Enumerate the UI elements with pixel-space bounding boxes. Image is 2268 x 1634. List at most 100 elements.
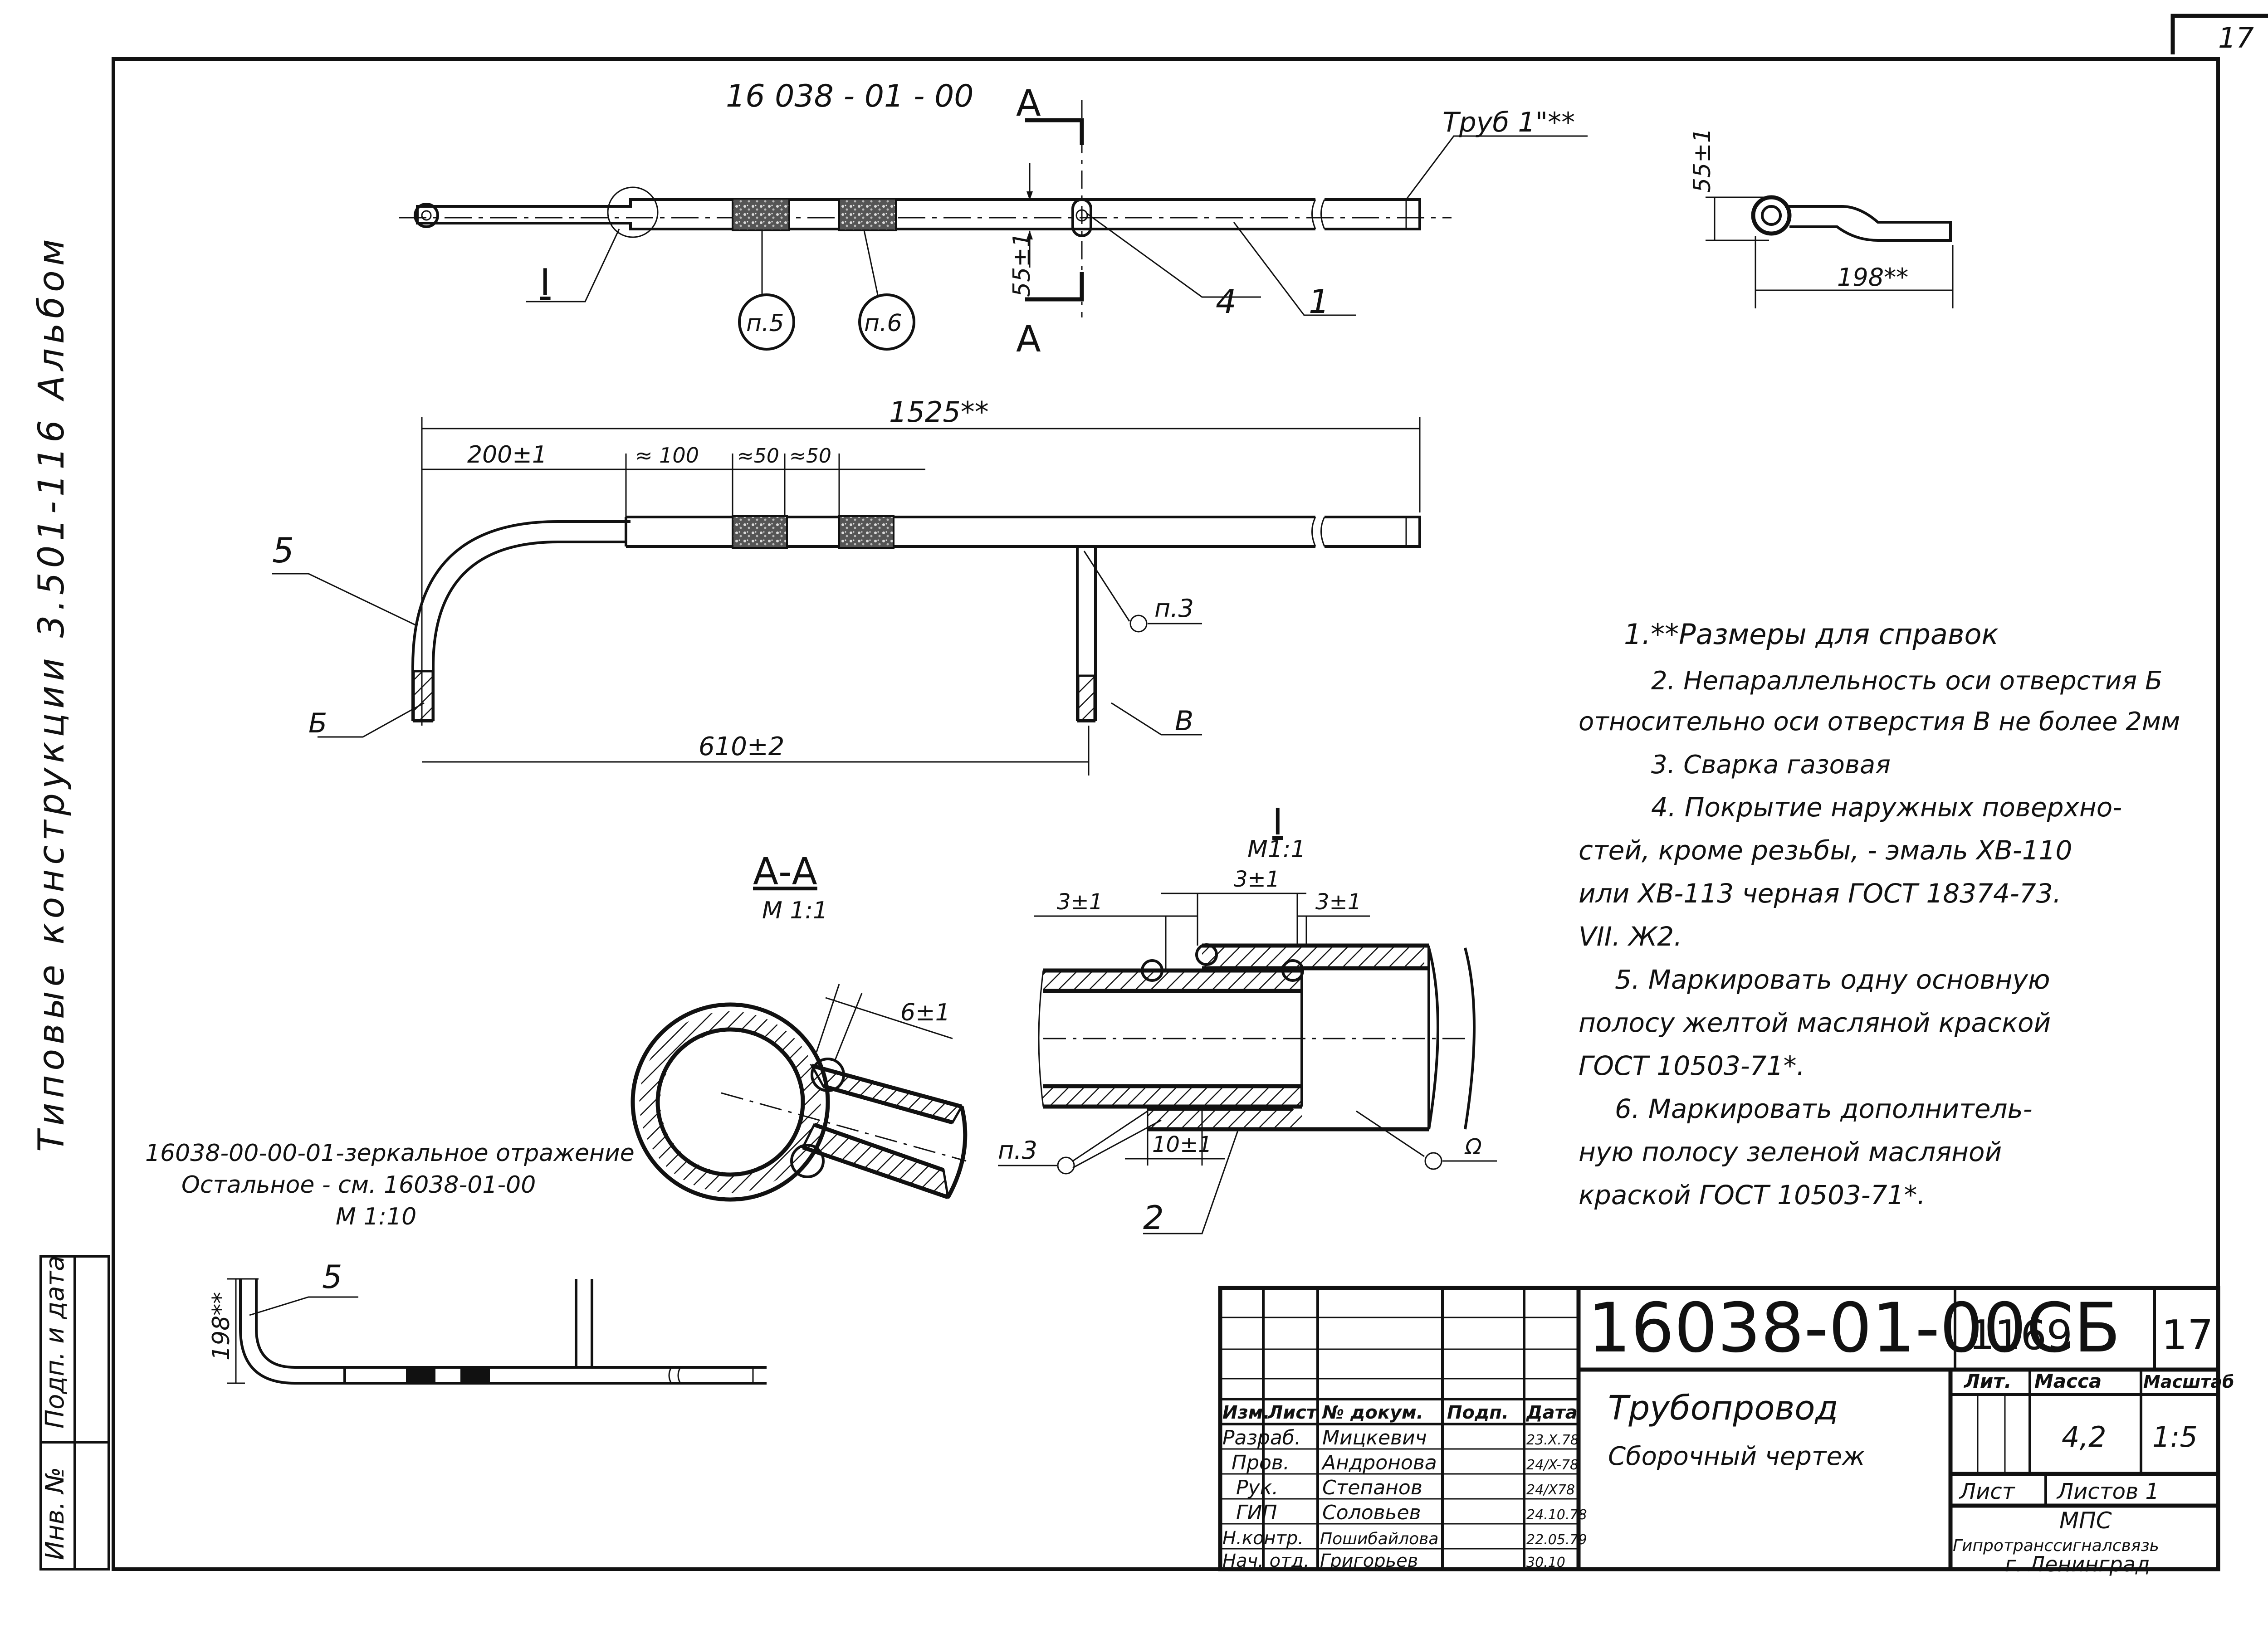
leader-2: 2 [1143, 1199, 1164, 1237]
page-number: 17 [2218, 21, 2254, 54]
section-scale: М 1:1 [762, 897, 828, 924]
note-5a: 5. Маркировать одну основную [1615, 964, 2050, 995]
detail-marker: I [540, 261, 551, 303]
designation: 16038-01-00СБ [1588, 1289, 2121, 1368]
top-view: 16 038 - 01 - 00 А А 55±1 I 4 1 Труб 1"*… [399, 78, 1588, 360]
note-2b: относительно оси отверстия В не более 2м… [1579, 707, 2180, 737]
title-block: Изм. Лист № докум. Подп. Дата Разраб. Ми… [1218, 1286, 2234, 1576]
org-line1: МПС [2059, 1507, 2112, 1534]
side-title: Типовые конструкции 3.501-116 Альбом [31, 234, 72, 1152]
col-sign: Подп. [1447, 1402, 1509, 1423]
signer-role: ГИП [1236, 1501, 1277, 1524]
section-marker-top: А [1016, 82, 1041, 124]
note-4c: или ХВ-113 черная ГОСТ 18374-73. [1579, 878, 2061, 909]
album-code: 1169 [1969, 1312, 2072, 1359]
detail-scale: М1:1 [1247, 836, 1306, 863]
mirror-view: 16038-00-00-01-зеркальное отражение Оста… [145, 1140, 767, 1385]
signer-role: Нач. отд. [1222, 1551, 1310, 1571]
dim-3b: 3±1 [1234, 867, 1280, 892]
dim-50b: ≈50 [789, 444, 831, 468]
sheet-frame [112, 57, 2220, 1571]
mirror-line1: 16038-00-00-01-зеркальное отражение [145, 1140, 635, 1167]
dim-55-top: 55±1 [1008, 232, 1036, 297]
signer-date: 30.10 [1526, 1555, 1565, 1571]
mass-label: Масса [2034, 1370, 2102, 1392]
signer-date: 23.X.78 [1526, 1432, 1579, 1448]
dim-3c: 3±1 [1315, 889, 1361, 915]
detail-title: I [1272, 801, 1283, 843]
signer-role: Н.контр. [1222, 1528, 1304, 1549]
callout-p3-front: п.3 [1154, 594, 1194, 623]
scale-label: Масштаб [2143, 1372, 2234, 1392]
stamp-signature-date: Подп. и дата [40, 1256, 70, 1429]
sheet-label: Лист [1959, 1479, 2016, 1504]
page-number-box [2170, 14, 2268, 54]
section-marker-bottom: А [1016, 318, 1041, 360]
signer-date: 24/X-78 [1526, 1457, 1579, 1473]
signer-date: 22.05.79 [1526, 1532, 1587, 1548]
front-stripe-p6 [838, 515, 894, 549]
lit-label: Лит. [1963, 1370, 2012, 1392]
dim-3a: 3±1 [1057, 889, 1103, 915]
note-3: 3. Сварка газовая [1651, 750, 1891, 780]
mirror-scale: М 1:10 [336, 1203, 416, 1230]
note-1: 1.**Размеры для справок [1624, 618, 1999, 651]
dim-200: 200±1 [467, 441, 547, 468]
dim-10: 10±1 [1152, 1132, 1212, 1157]
note-4a: 4. Покрытие наружных поверхно- [1651, 792, 2122, 823]
note-2a: 2. Непараллельность оси отверстия Б [1651, 666, 2162, 696]
signer-role: Разраб. [1222, 1426, 1301, 1449]
note-6b: ную полосу зеленой масляной [1579, 1136, 2002, 1167]
note-5c: ГОСТ 10503-71*. [1579, 1050, 1805, 1081]
col-list: Лист [1267, 1402, 1318, 1423]
signer-name: Григорьев [1320, 1551, 1418, 1571]
signer-name: Мицкевич [1322, 1426, 1427, 1449]
callout-p5: п.5 [746, 310, 784, 337]
signer-name: Степанов [1322, 1476, 1422, 1499]
col-date: Дата [1525, 1402, 1578, 1423]
notes-block: 1.**Размеры для справок 2. Непараллельно… [1579, 618, 2180, 1210]
dim-6: 6±1 [900, 999, 950, 1026]
callout-p3-detail: п.3 [998, 1136, 1037, 1165]
end-view: 55±1 198** [1689, 128, 1954, 308]
doc-type: Сборочный чертеж [1608, 1442, 1865, 1471]
mirror-line2: Остальное - см. 16038-01-00 [181, 1171, 536, 1199]
col-izm: Изм. [1222, 1402, 1270, 1423]
scale-value: 1:5 [2152, 1420, 2198, 1454]
dim-198-end: 198** [1837, 263, 1908, 292]
front-stripe-p5 [732, 515, 788, 549]
section-title: А-А [753, 850, 817, 893]
org-line3: г. Ленинград [2005, 1552, 2150, 1576]
leader-5: 5 [272, 530, 294, 571]
note-6c: краской ГОСТ 10503-71*. [1579, 1180, 1926, 1210]
sheets-label: Листов 1 [2056, 1479, 2159, 1504]
label-b: Б [308, 707, 327, 739]
col-doc: № докум. [1321, 1402, 1423, 1423]
signer-role: Рук. [1236, 1476, 1278, 1499]
part-code: 16 038 - 01 - 00 [726, 78, 974, 114]
marking-stripe-p5 [732, 198, 790, 231]
mass-value: 4,2 [2062, 1420, 2107, 1454]
signer-date: 24/X78 [1526, 1482, 1575, 1498]
dim-198-mirror: 198** [208, 1292, 235, 1361]
leader-4: 4 [1216, 283, 1237, 321]
dim-610: 610±2 [699, 732, 784, 761]
front-view: 1525** 200±1 ≈ 100 ≈50 ≈50 610±2 5 Б [272, 395, 1421, 776]
pipe-label: Труб 1"** [1442, 107, 1575, 138]
signer-name: Андронова [1321, 1451, 1437, 1474]
dim-50a: ≈50 [737, 444, 779, 468]
org-line2: Гипротранссигналсвязь [1953, 1536, 2159, 1555]
note-4b: стей, кроме резьбы, - эмаль ХВ-110 [1579, 835, 2072, 866]
dim-55-end: 55±1 [1689, 128, 1716, 193]
drawing-name: Трубопровод [1608, 1389, 1838, 1428]
leader-5-mirror: 5 [322, 1258, 342, 1296]
callout-o: Ω [1464, 1134, 1482, 1160]
leader-1: 1 [1309, 283, 1330, 321]
dim-1525: 1525** [889, 395, 989, 429]
label-v: В [1175, 705, 1193, 737]
section-aa: А-А М 1:1 6±1 [631, 850, 968, 1202]
signer-date: 24.10.78 [1526, 1507, 1587, 1523]
signer-name: Соловьев [1322, 1501, 1421, 1524]
marking-stripe-p6 [838, 198, 897, 231]
